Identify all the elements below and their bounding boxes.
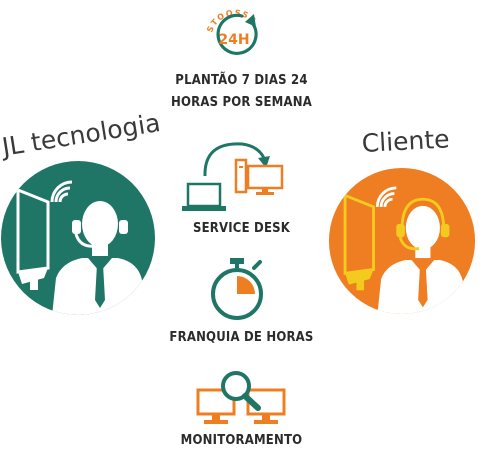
plantao-line1: PLANTÃO 7 DIAS 24 [175,73,308,88]
agent-headset-icon [1,161,155,315]
magnifier-icon [221,371,261,411]
desktop-icon [234,158,284,195]
stopwatch-icon [211,258,263,320]
monitoring-illustration [196,371,286,424]
left-title: JL tecnologia [0,108,163,162]
client-agent-icon [328,167,476,315]
plantao-line2: HORAS POR SEMANA [170,95,312,110]
service-desk-illustration [182,142,284,211]
monitoramento-label: MONITORAMENTO [180,433,303,448]
right-title: Cliente [361,124,451,158]
laptop-icon [182,182,226,211]
service-desk-label: SERVICE DESK [192,221,291,236]
clock-badge: 24H [218,32,249,48]
clock-24h-icon: STOQSSD 24H [205,8,258,55]
franquia-label: FRANQUIA DE HORAS [169,330,314,345]
